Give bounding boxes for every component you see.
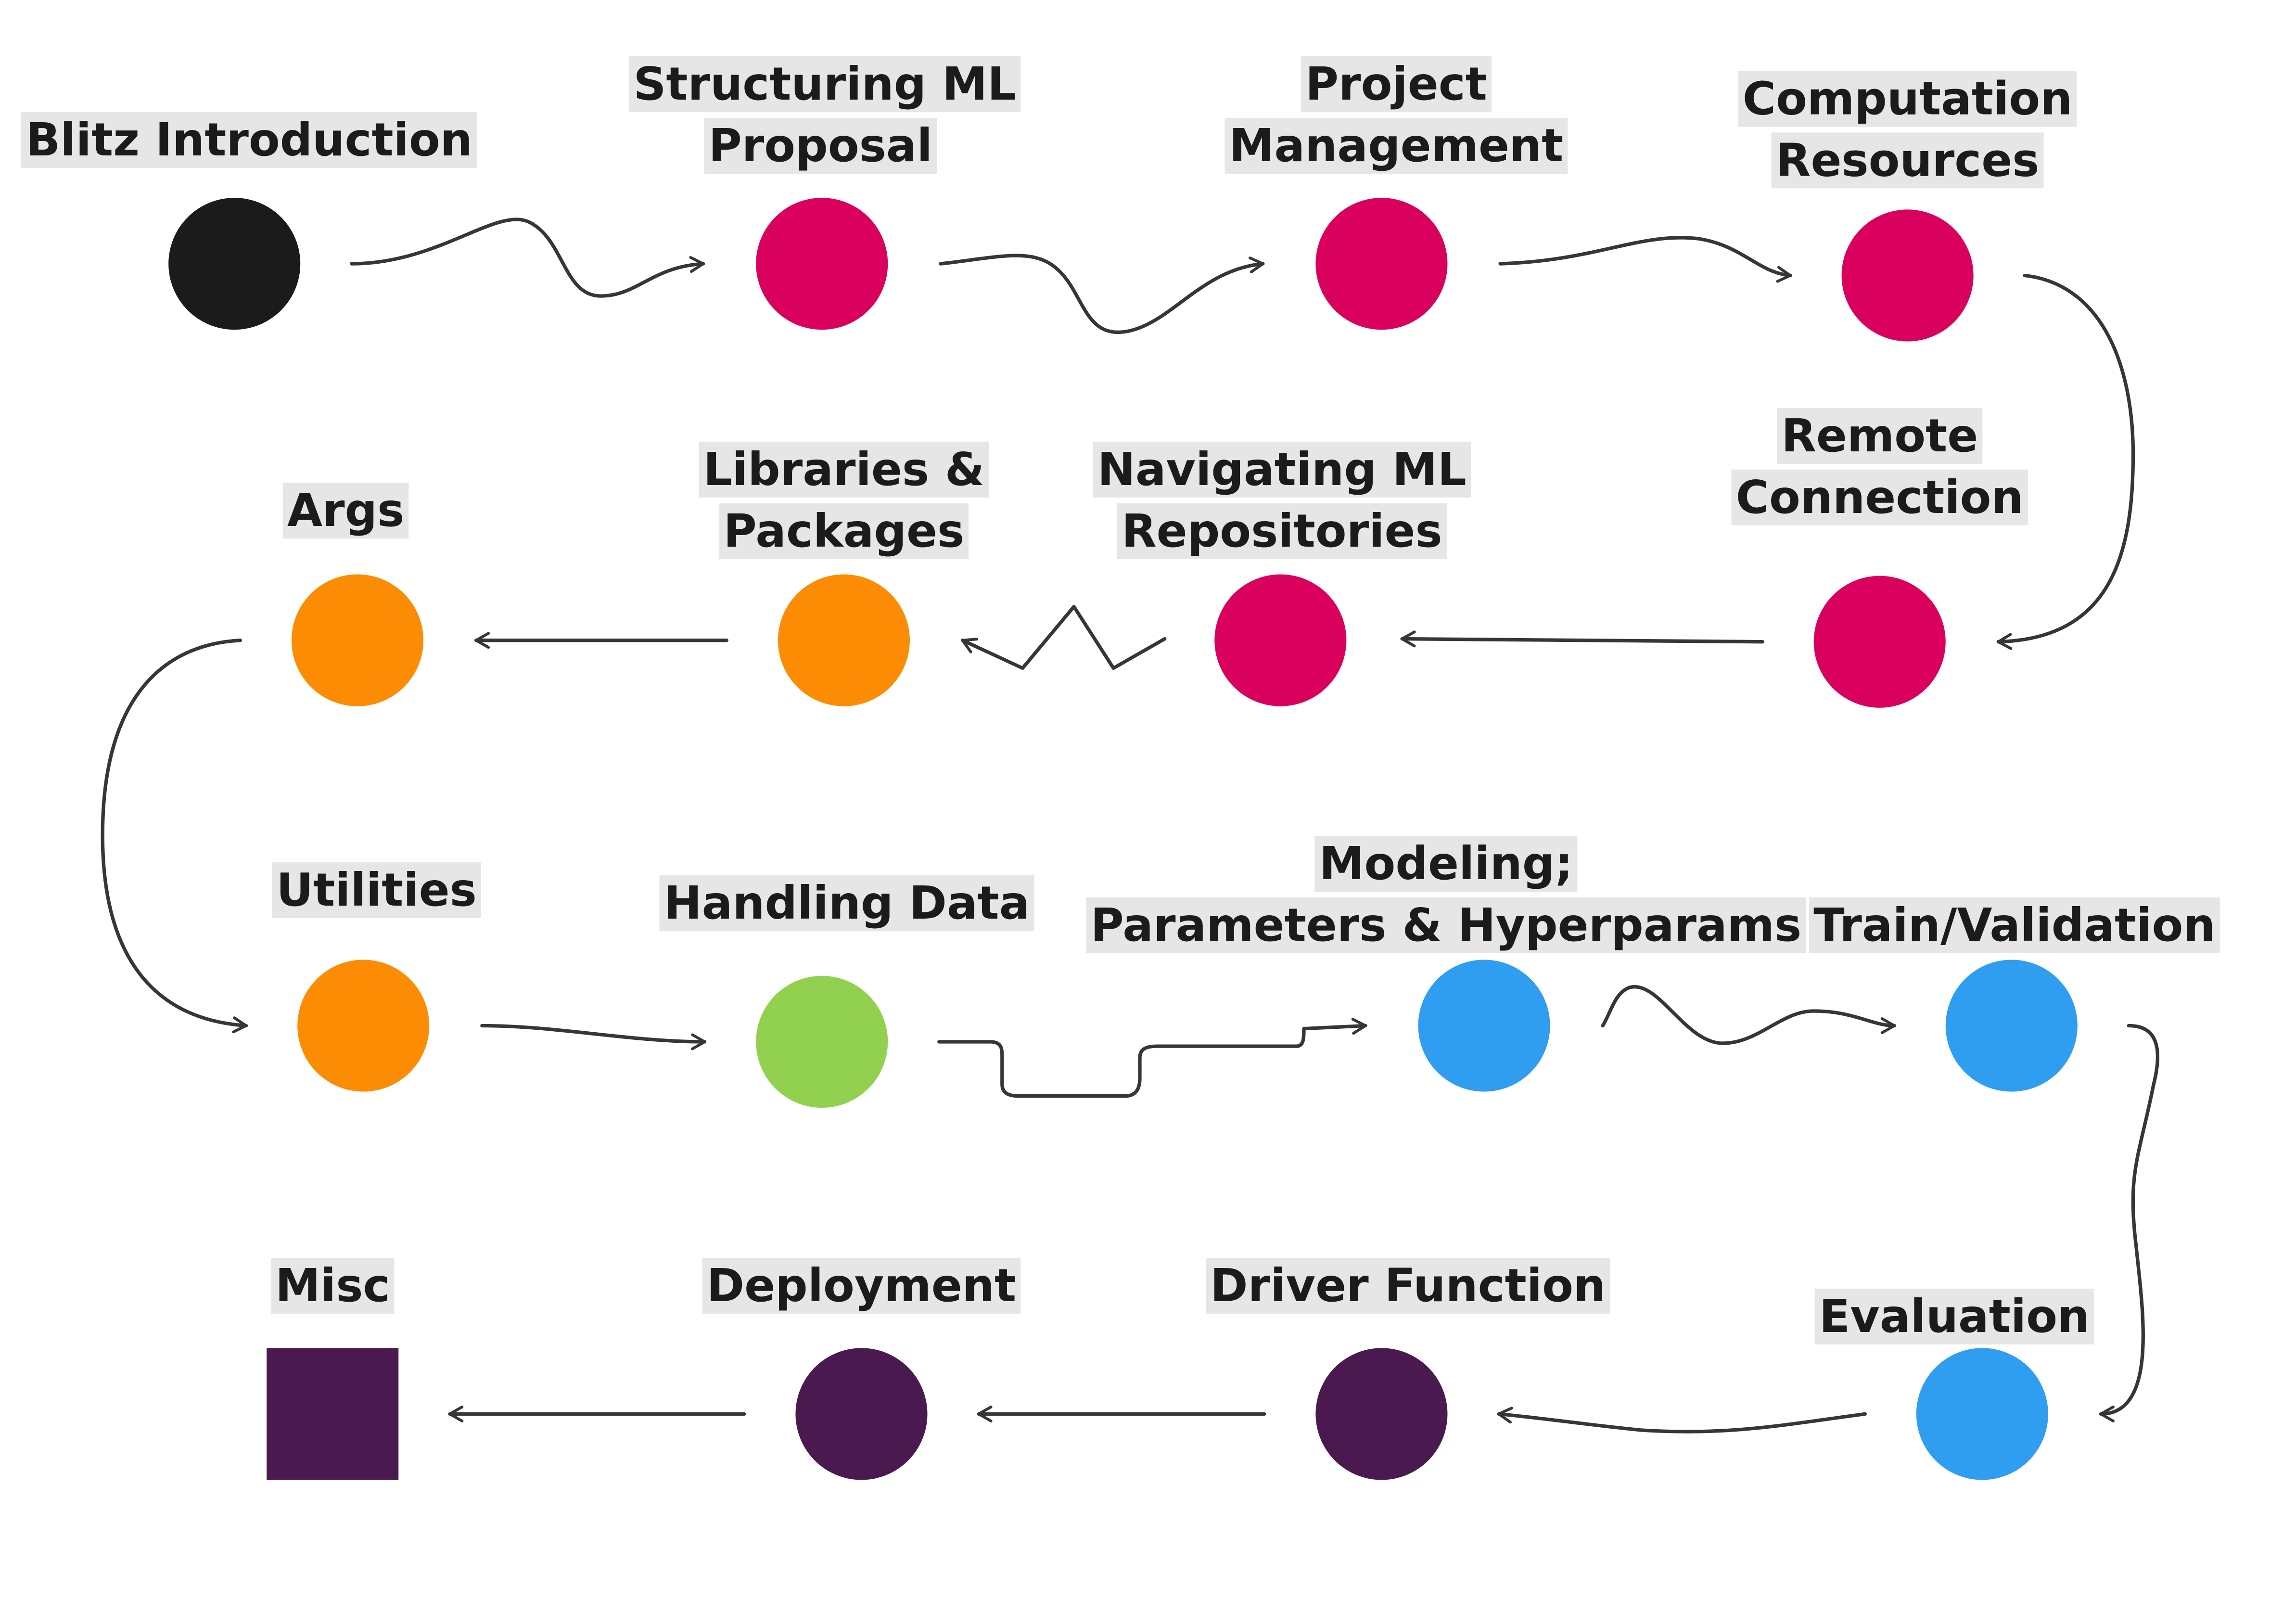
label-highlight	[272, 862, 481, 918]
node-label-train-validation: Train/Validation	[1813, 899, 2215, 952]
node-label-computation-resources: Resources	[1776, 134, 2040, 187]
label-group-remote-connection-0: Remote	[1777, 408, 1983, 464]
edge-evaluation-to-driver-function	[1497, 1407, 1867, 1434]
label-highlight	[1771, 132, 2044, 189]
label-highlight	[282, 483, 409, 539]
label-highlight	[1117, 503, 1447, 559]
node-libraries-packages[interactable]	[778, 574, 910, 706]
edge-args-to-utilities	[101, 639, 248, 1034]
label-group-misc-0: Misc	[270, 1257, 395, 1314]
node-label-utilities: Utilities	[276, 864, 477, 917]
label-group-computation-resources-1: Resources	[1771, 132, 2044, 189]
label-highlight	[659, 875, 1034, 932]
label-highlight	[1809, 897, 2220, 953]
label-highlight	[1731, 469, 2028, 525]
node-label-structuring-ml-proposal: Structuring ML	[633, 58, 1016, 111]
node-misc[interactable]	[267, 1348, 399, 1480]
label-highlight	[699, 441, 989, 498]
label-group-project-management-0: Project	[1301, 56, 1492, 113]
node-computation-resources[interactable]	[1841, 209, 1974, 342]
node-deployment[interactable]	[795, 1348, 928, 1480]
label-highlight	[629, 56, 1021, 113]
edge-project-management-to-computation-resources	[1498, 236, 1792, 283]
edge-remote-connection-to-navigating-ml-repositories	[1400, 630, 1764, 648]
node-label-computation-resources: Computation	[1743, 73, 2073, 126]
label-highlight	[1086, 897, 1806, 953]
node-handling-data[interactable]	[756, 975, 888, 1108]
edge-structuring-ml-proposal-to-project-management	[939, 254, 1265, 334]
label-group-libraries-packages-1: Packages	[719, 503, 969, 559]
label-highlight	[704, 117, 937, 174]
label-group-libraries-packages-0: Libraries &	[699, 441, 989, 498]
label-group-modeling-1: Parameters & Hyperparams	[1086, 897, 1806, 953]
node-evaluation[interactable]	[1916, 1348, 2048, 1480]
label-group-remote-connection-1: Connection	[1731, 469, 2028, 525]
node-label-remote-connection: Remote	[1781, 410, 1978, 462]
node-label-deployment: Deployment	[707, 1259, 1016, 1312]
node-label-args: Args	[287, 484, 404, 537]
label-group-computation-resources-0: Computation	[1738, 71, 2077, 127]
node-label-libraries-packages: Packages	[724, 505, 965, 558]
node-label-driver-function: Driver Function	[1210, 1259, 1606, 1312]
label-group-structuring-ml-proposal-1: Proposal	[704, 117, 937, 174]
node-utilities[interactable]	[297, 960, 430, 1092]
edge-modeling-to-train-validation	[1601, 985, 1896, 1045]
node-label-evaluation: Evaluation	[1819, 1290, 2090, 1343]
node-train-validation[interactable]	[1945, 960, 2078, 1092]
label-group-args-0: Args	[282, 483, 409, 539]
edge-handling-data-to-modeling	[937, 1018, 1367, 1098]
node-navigating-ml-repositories[interactable]	[1214, 574, 1347, 706]
label-highlight	[719, 503, 969, 559]
edge-navigating-ml-repositories-to-libraries-packages	[960, 604, 1167, 670]
label-highlight	[1301, 56, 1492, 113]
label-highlight	[21, 112, 477, 168]
node-label-modeling: Parameters & Hyperparams	[1091, 899, 1802, 952]
node-remote-connection[interactable]	[1813, 576, 1946, 708]
label-highlight	[1225, 117, 1568, 174]
label-group-blitz-introduction-0: Blitz Introduction	[21, 112, 477, 168]
edge-train-validation-to-evaluation	[2099, 1024, 2159, 1422]
label-highlight	[1314, 835, 1578, 892]
node-label-navigating-ml-repositories: Navigating ML	[1097, 443, 1467, 496]
label-highlight	[1814, 1288, 2094, 1344]
label-highlight	[1206, 1257, 1610, 1314]
label-group-handling-data-0: Handling Data	[659, 875, 1034, 932]
label-group-project-management-1: Management	[1225, 117, 1568, 174]
node-label-remote-connection: Connection	[1736, 471, 2024, 524]
label-group-evaluation-0: Evaluation	[1814, 1288, 2094, 1344]
label-group-utilities-0: Utilities	[272, 862, 481, 918]
label-highlight	[1738, 71, 2077, 127]
label-group-deployment-0: Deployment	[702, 1257, 1021, 1314]
node-structuring-ml-proposal[interactable]	[756, 198, 888, 330]
node-label-handling-data: Handling Data	[664, 877, 1030, 930]
node-label-libraries-packages: Libraries &	[703, 443, 985, 496]
edge-blitz-introduction-to-structuring-ml-proposal	[350, 218, 705, 298]
label-group-train-validation-0: Train/Validation	[1809, 897, 2220, 953]
node-label-structuring-ml-proposal: Proposal	[709, 119, 932, 172]
node-label-navigating-ml-repositories: Repositories	[1122, 505, 1442, 558]
node-label-blitz-introduction: Blitz Introduction	[26, 114, 472, 166]
label-group-navigating-ml-repositories-1: Repositories	[1117, 503, 1447, 559]
node-args[interactable]	[291, 574, 424, 706]
label-group-navigating-ml-repositories-0: Navigating ML	[1093, 441, 1471, 498]
node-label-project-management: Management	[1229, 119, 1563, 172]
node-driver-function[interactable]	[1315, 1348, 1448, 1480]
label-highlight	[270, 1257, 395, 1314]
label-group-modeling-0: Modeling;	[1314, 835, 1578, 892]
node-blitz-introduction[interactable]	[168, 198, 301, 330]
label-group-structuring-ml-proposal-0: Structuring ML	[629, 56, 1021, 113]
node-label-misc: Misc	[275, 1259, 390, 1312]
node-label-project-management: Project	[1305, 58, 1487, 111]
node-project-management[interactable]	[1315, 198, 1448, 330]
edge-computation-resources-to-remote-connection	[1996, 273, 2135, 650]
label-group-driver-function-0: Driver Function	[1206, 1257, 1610, 1314]
node-modeling[interactable]	[1418, 960, 1550, 1092]
edge-utilities-to-handling-data	[480, 1024, 707, 1050]
label-highlight	[1777, 408, 1983, 464]
label-highlight	[1093, 441, 1471, 498]
node-label-modeling: Modeling;	[1319, 837, 1573, 890]
label-highlight	[702, 1257, 1021, 1314]
